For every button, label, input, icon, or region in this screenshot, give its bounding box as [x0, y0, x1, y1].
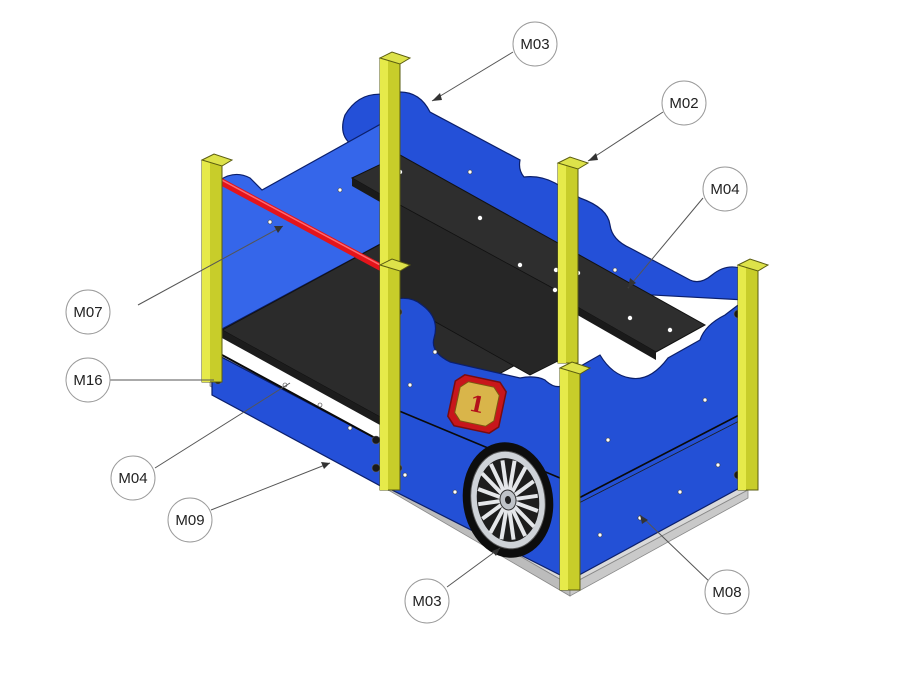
callout-m03-bottom: M03: [404, 578, 450, 624]
steering-wheel: [462, 442, 554, 558]
post-mid-back: [556, 156, 590, 364]
post-front-corner: [558, 361, 592, 591]
svg-text:M08: M08: [712, 584, 741, 601]
callout-m03-top: M03: [512, 21, 558, 67]
post-back-corner: [378, 51, 412, 309]
svg-text:M07: M07: [73, 304, 102, 321]
callout-m07: M07: [65, 289, 111, 335]
svg-text:M16: M16: [73, 372, 102, 389]
svg-text:M04: M04: [710, 181, 739, 198]
badge-number: 1: [467, 391, 487, 420]
svg-text:M03: M03: [520, 36, 549, 53]
svg-text:M03: M03: [412, 593, 441, 610]
leader-lines: [110, 51, 714, 588]
callout-m09: M09: [167, 497, 213, 543]
callout-m02: M02: [661, 80, 707, 126]
number-one-badge: 1: [447, 374, 507, 434]
svg-text:M04: M04: [118, 470, 147, 487]
svg-text:M09: M09: [175, 512, 204, 529]
grab-rail: [214, 176, 386, 272]
callout-m04-left: M04: [110, 455, 156, 501]
svg-text:M02: M02: [669, 95, 698, 112]
post-left-corner: [200, 153, 234, 383]
post-right-corner: [736, 258, 770, 491]
callout-m08: M08: [704, 569, 750, 615]
post-front-mid: [378, 258, 412, 491]
callout-m16: M16: [65, 357, 111, 403]
callout-m04-right: M04: [702, 166, 748, 212]
